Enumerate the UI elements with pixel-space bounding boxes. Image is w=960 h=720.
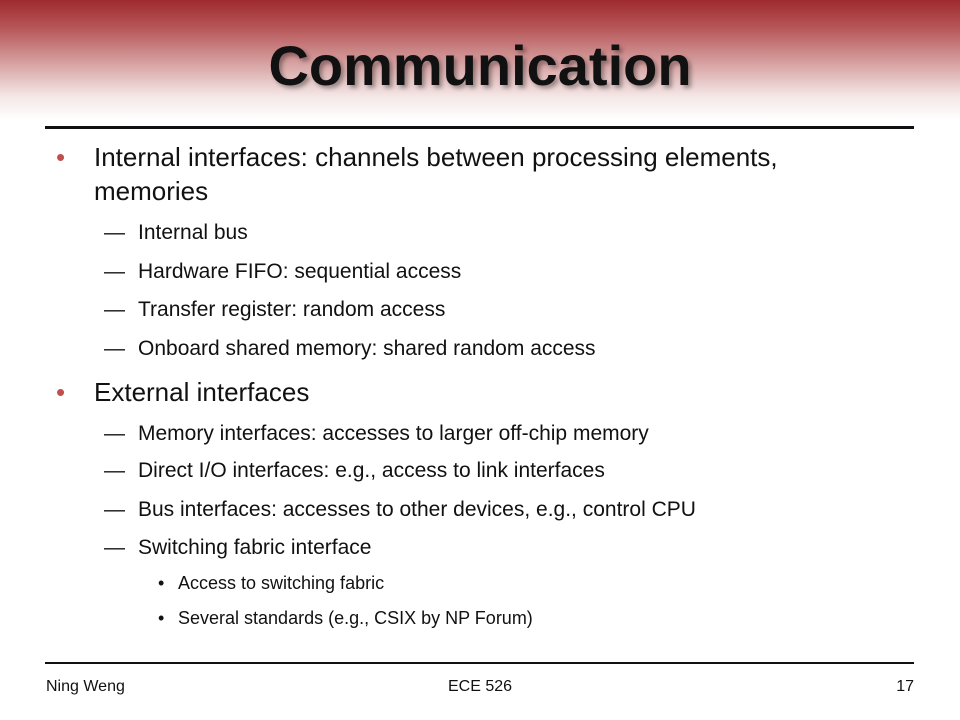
dash-icon: — bbox=[104, 298, 125, 321]
bullet-dot-icon: • bbox=[56, 377, 66, 407]
subsubitem-text: Access to switching fabric bbox=[178, 573, 385, 593]
subitem-memory-interfaces: — Memory interfaces: accesses to larger … bbox=[104, 421, 649, 447]
subsubitem-access-switching-fabric: • Access to switching fabric bbox=[158, 571, 385, 595]
subitem-text: Direct I/O interfaces: e.g., access to l… bbox=[138, 459, 605, 482]
slide-title: Communication bbox=[268, 34, 692, 97]
small-bullet-icon: • bbox=[158, 573, 165, 593]
dash-icon: — bbox=[104, 536, 125, 559]
footer-page-number: 17 bbox=[896, 678, 914, 695]
title-divider bbox=[45, 126, 914, 129]
dash-icon: — bbox=[104, 498, 125, 521]
subitem-direct-io-interfaces: — Direct I/O interfaces: e.g., access to… bbox=[104, 458, 605, 484]
header-gradient-band bbox=[0, 0, 960, 120]
dash-icon: — bbox=[104, 422, 125, 445]
subitem-onboard-shared-memory: — Onboard shared memory: shared random a… bbox=[104, 336, 596, 362]
bullet-internal-interfaces: • Internal interfaces: channels between … bbox=[56, 140, 894, 208]
dash-icon: — bbox=[104, 221, 125, 244]
dash-icon: — bbox=[104, 459, 125, 482]
dash-icon: — bbox=[104, 260, 125, 283]
subsubitem-text: Several standards (e.g., CSIX by NP Foru… bbox=[178, 608, 533, 628]
subitem-bus-interfaces: — Bus interfaces: accesses to other devi… bbox=[104, 497, 696, 523]
subsubitem-several-standards: • Several standards (e.g., CSIX by NP Fo… bbox=[158, 606, 533, 630]
footer-divider bbox=[45, 662, 914, 664]
footer-author: Ning Weng bbox=[46, 678, 125, 695]
dash-icon: — bbox=[104, 337, 125, 360]
subitem-hardware-fifo: — Hardware FIFO: sequential access bbox=[104, 259, 462, 285]
subitem-transfer-register: — Transfer register: random access bbox=[104, 297, 446, 323]
subitem-text: Onboard shared memory: shared random acc… bbox=[138, 337, 596, 360]
bullet-text: External interfaces bbox=[94, 377, 310, 407]
subitem-switching-fabric-interface: — Switching fabric interface bbox=[104, 535, 372, 561]
bullet-external-interfaces: • External interfaces bbox=[56, 375, 894, 409]
subitem-text: Hardware FIFO: sequential access bbox=[138, 260, 462, 283]
small-bullet-icon: • bbox=[158, 608, 165, 628]
subitem-text: Switching fabric interface bbox=[138, 536, 372, 559]
subitem-internal-bus: — Internal bus bbox=[104, 220, 248, 246]
footer-course: ECE 526 bbox=[447, 678, 513, 695]
subitem-text: Transfer register: random access bbox=[138, 298, 446, 321]
subitem-text: Internal bus bbox=[138, 221, 248, 244]
bullet-dot-icon: • bbox=[56, 142, 66, 172]
bullet-text: Internal interfaces: channels between pr… bbox=[94, 142, 778, 206]
subitem-text: Bus interfaces: accesses to other device… bbox=[138, 498, 696, 521]
subitem-text: Memory interfaces: accesses to larger of… bbox=[138, 422, 649, 445]
